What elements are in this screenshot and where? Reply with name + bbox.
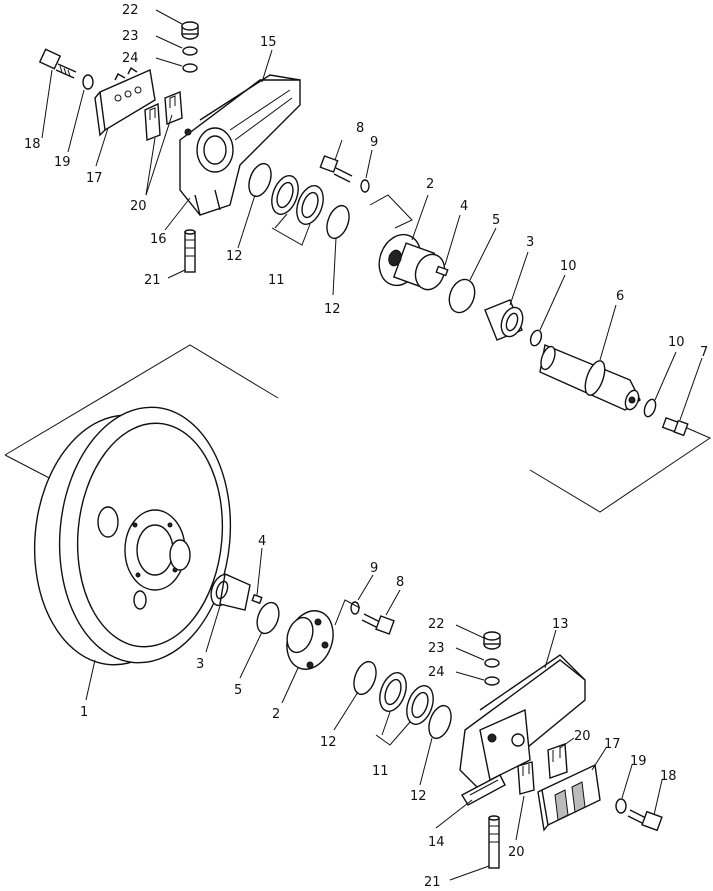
plate-bottom — [537, 763, 601, 832]
leader-lines — [41, 9, 703, 881]
callout-4-bottom: 4 — [258, 534, 266, 549]
nut-top — [181, 21, 199, 40]
callout-21-top: 21 — [144, 273, 161, 288]
o-ring-bottom-left — [353, 660, 377, 696]
callout-24-top: 24 — [122, 51, 139, 66]
callout-22-top: 22 — [122, 3, 139, 18]
washer-top — [182, 63, 198, 73]
shaft — [539, 344, 641, 411]
dowel-top — [435, 265, 449, 277]
callout-14: 14 — [428, 835, 445, 850]
callout-18-top: 18 — [24, 137, 41, 152]
lock-washer-bottom — [484, 658, 500, 668]
callout-22-bottom: 22 — [428, 617, 445, 632]
callout-2-top: 2 — [426, 177, 434, 192]
o-ring-right-10 — [643, 398, 657, 418]
washer-top-center — [360, 179, 370, 193]
callout-9-bottom: 9 — [370, 561, 378, 576]
o-ring-top-10 — [529, 329, 543, 347]
shim-bottom — [517, 743, 568, 795]
hub-top — [378, 233, 446, 291]
bolt-top-left — [38, 48, 77, 79]
hub-bottom — [286, 610, 334, 670]
callout-8-top: 8 — [356, 121, 364, 136]
callout-9-top: 9 — [370, 135, 378, 150]
callout-11-bottom: 11 — [372, 764, 389, 779]
callout-12-bottom-right: 12 — [410, 789, 427, 804]
dowel-bottom — [251, 593, 263, 605]
callout-21-bottom: 21 — [424, 875, 441, 890]
callout-20-bottom-b: 20 — [574, 729, 591, 744]
callout-7: 7 — [700, 345, 708, 360]
o-ring-bottom-right — [428, 704, 452, 740]
callout-12-top-right: 12 — [324, 302, 341, 317]
floating-seal-top — [271, 175, 324, 225]
callout-19-top: 19 — [54, 155, 71, 170]
bracket-bottom — [459, 654, 586, 806]
callout-15: 15 — [260, 35, 277, 50]
o-ring-bottom-5 — [256, 601, 280, 635]
callout-12-top-left: 12 — [226, 249, 243, 264]
callout-8-bottom: 8 — [396, 575, 404, 590]
callout-23-bottom: 23 — [428, 641, 445, 656]
plate-top — [94, 66, 156, 137]
o-ring-top-right — [326, 204, 350, 240]
idler-wheel — [33, 406, 232, 666]
washer-bottom-9 — [350, 601, 360, 615]
callout-12-bottom-left: 12 — [320, 735, 337, 750]
callout-10-right: 10 — [668, 335, 685, 350]
washer-top-left — [82, 74, 94, 90]
callout-16: 16 — [150, 232, 167, 247]
floating-seal-bottom — [379, 672, 434, 725]
o-ring-top-5 — [448, 278, 476, 314]
callout-10-top: 10 — [560, 259, 577, 274]
callout-17-bottom: 17 — [604, 737, 621, 752]
callout-3-bottom: 3 — [196, 657, 204, 672]
callout-5-bottom: 5 — [234, 683, 242, 698]
o-ring-top-left — [248, 162, 272, 198]
plug — [661, 417, 689, 437]
shim-top — [144, 90, 183, 141]
lock-washer-top — [182, 46, 198, 56]
callout-6: 6 — [616, 289, 624, 304]
callout-20-top: 20 — [130, 199, 147, 214]
callout-17-top: 17 — [86, 171, 103, 186]
callout-23-top: 23 — [122, 29, 139, 44]
callout-1: 1 — [80, 705, 88, 720]
bushing-top — [484, 299, 524, 341]
bracket-top — [179, 74, 301, 216]
bolt-top-center — [319, 155, 353, 183]
bolt-bottom-center — [361, 613, 395, 635]
callout-4-top: 4 — [460, 199, 468, 214]
bolt-bottom-right — [627, 809, 663, 832]
callout-18-bottom: 18 — [660, 769, 677, 784]
washer-bottom-24 — [484, 676, 500, 686]
callout-5-top: 5 — [492, 213, 500, 228]
callout-2-bottom: 2 — [272, 707, 280, 722]
callout-3-top: 3 — [526, 235, 534, 250]
callout-11-top: 11 — [268, 273, 285, 288]
callout-20-bottom: 20 — [508, 845, 525, 860]
pin-bottom — [488, 815, 500, 869]
washer-bottom-right — [615, 798, 627, 814]
bushing-bottom — [210, 572, 251, 611]
callout-13: 13 — [552, 617, 569, 632]
pin-top — [184, 229, 196, 273]
callout-labels: 22 23 24 15 18 19 17 20 16 21 12 11 12 8… — [24, 3, 708, 890]
callout-24-bottom: 24 — [428, 665, 445, 680]
callout-19-bottom: 19 — [630, 754, 647, 769]
nut-bottom — [483, 631, 501, 650]
